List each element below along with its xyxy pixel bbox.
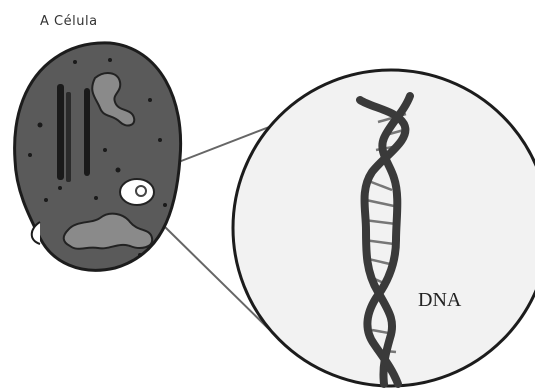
- magnified-circle: [233, 70, 535, 386]
- chromosome-bar: [84, 88, 90, 176]
- dna-label: DNA: [418, 289, 461, 312]
- chromosome-bar: [66, 92, 71, 182]
- cell: [15, 43, 181, 270]
- diagram-title: A Célula: [40, 14, 98, 29]
- chromosome-bar: [57, 84, 64, 180]
